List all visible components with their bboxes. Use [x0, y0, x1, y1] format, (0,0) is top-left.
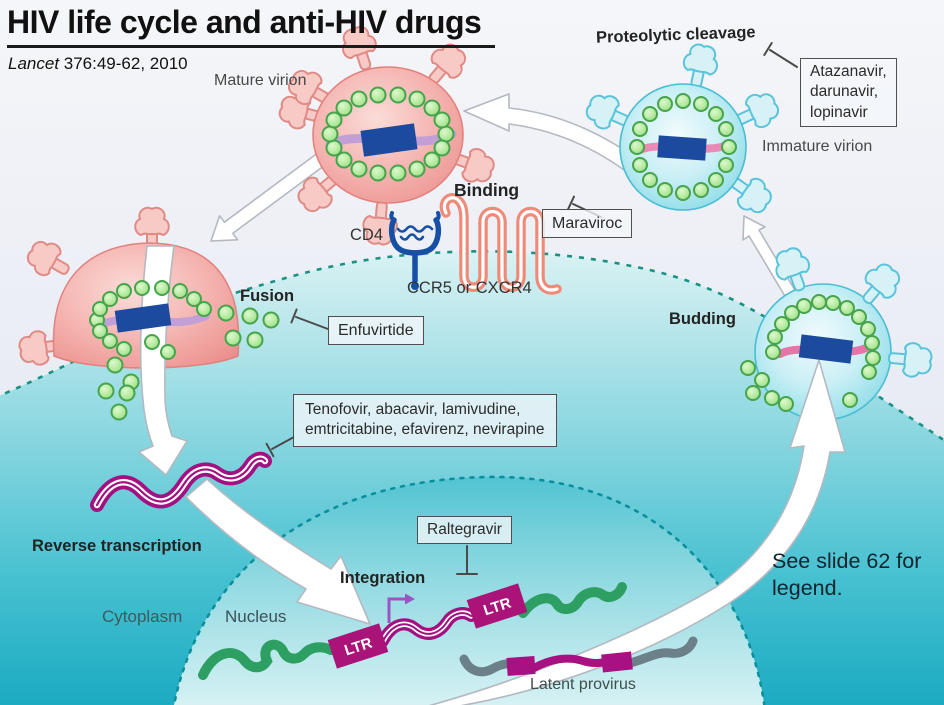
promoter-arrow-icon: [387, 593, 415, 623]
drug-box-rt-inhibitors: Tenofovir, abacavir, lamivudine, emtrici…: [293, 394, 557, 447]
drug-box-enfuvirtide: Enfuvirtide: [328, 316, 424, 346]
citation: Lancet 376:49-62, 2010: [8, 54, 188, 73]
label-fusion: Fusion: [240, 287, 295, 305]
arrow-immature-to-mature: [463, 93, 653, 184]
label-binding: Binding: [454, 180, 520, 200]
inhibitor-line-rt: [265, 436, 295, 458]
mature-virion-illustration: [275, 22, 499, 247]
label-cytoplasm: Cytoplasm: [102, 607, 183, 626]
drug-box-protease-inhibitors: Atazanavir, darunavir, lopinavir: [800, 58, 897, 128]
budding-virion-contents: [740, 243, 934, 412]
fusing-virion-contents: [89, 280, 280, 421]
immature-virion-illustration: [581, 41, 784, 220]
legend-note: See slide 62 for legend.: [772, 549, 922, 600]
label-integration: Integration: [340, 569, 426, 587]
arrow-mature-to-fusion: [210, 153, 325, 242]
integration-site: LTR LTR: [198, 582, 627, 680]
cycle-arrows: [210, 93, 806, 314]
coreceptor-icon: [439, 193, 562, 295]
label-nucleus: Nucleus: [225, 607, 287, 626]
integrated-provirus-helix: [377, 607, 477, 647]
label-coreceptor: CCR5 or CXCR4: [407, 279, 532, 297]
inhibitor-line-enfuvirtide: [290, 308, 329, 330]
host-dna-left: [198, 639, 336, 680]
inhibitor-line-raltegravir: [456, 545, 478, 575]
capsid-ring: [629, 93, 737, 201]
ltr-box-left: LTR: [327, 623, 389, 669]
label-budding: Budding: [669, 310, 736, 328]
ltr-box-right: LTR: [466, 583, 528, 629]
label-reverse-transcription: Reverse transcription: [32, 537, 202, 555]
drug-box-maraviroc: Maraviroc: [542, 209, 633, 239]
page-title: HIV life cycle and anti-HIV drugs: [7, 4, 496, 48]
label-latent-provirus: Latent provirus: [530, 676, 636, 693]
label-immature-virion: Immature virion: [762, 138, 873, 155]
host-dna-right: [518, 582, 627, 618]
drug-box-raltegravir: Raltegravir: [417, 516, 512, 545]
arrow-rt-to-nucleus: [185, 478, 371, 625]
label-cd4: CD4: [350, 226, 384, 244]
viral-dna-helix: [90, 451, 272, 512]
label-mature-virion: Mature virion: [214, 72, 307, 89]
inhibitor-line-protease: [763, 42, 798, 68]
capsid-proteins: [89, 280, 280, 421]
capsid-proteins: [740, 294, 881, 412]
cd4-receptor-icon: [388, 211, 442, 290]
capsid-ring: [321, 86, 455, 182]
arrow-fusion-to-rt: [138, 245, 371, 625]
latent-provirus-illustration: [459, 636, 698, 677]
